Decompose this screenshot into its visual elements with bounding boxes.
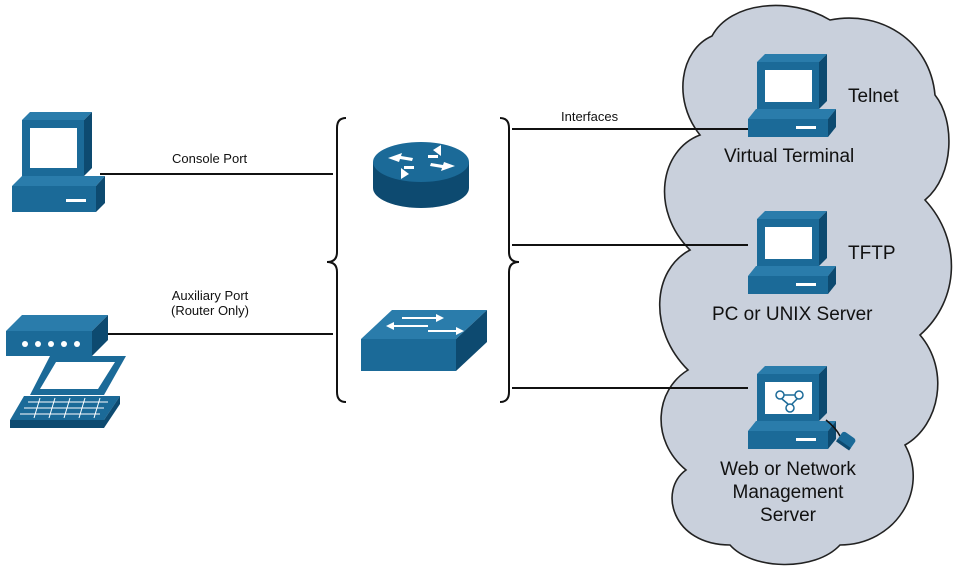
web-nms-label: Web or Network Management Server (700, 458, 876, 527)
pc-icon (748, 54, 836, 137)
web-nms-line1: Web or Network (720, 459, 856, 480)
router-icon (373, 142, 469, 208)
web-nms-line3: Server (760, 505, 816, 526)
right-brace (499, 117, 520, 403)
pc-icon (748, 211, 836, 294)
pc-unix-server-label: PC or UNIX Server (712, 304, 873, 325)
switch-icon (361, 310, 487, 371)
laptop-icon (10, 356, 126, 428)
left-brace (326, 117, 347, 403)
auxiliary-port-line1: Auxiliary Port (171, 288, 249, 303)
modem-icon (6, 315, 108, 356)
auxiliary-port-label: Auxiliary Port (Router Only) (150, 288, 270, 318)
console-port-label: Console Port (172, 151, 248, 166)
web-nms-line2: Management (732, 482, 844, 503)
interfaces-label: Interfaces (561, 109, 619, 124)
auxiliary-port-line2: (Router Only) (170, 303, 250, 318)
network-management-icon (748, 366, 856, 451)
tftp-label: TFTP (848, 243, 896, 264)
telnet-label: Telnet (848, 86, 899, 107)
pc-icon (12, 112, 105, 212)
virtual-terminal-label: Virtual Terminal (724, 146, 855, 167)
